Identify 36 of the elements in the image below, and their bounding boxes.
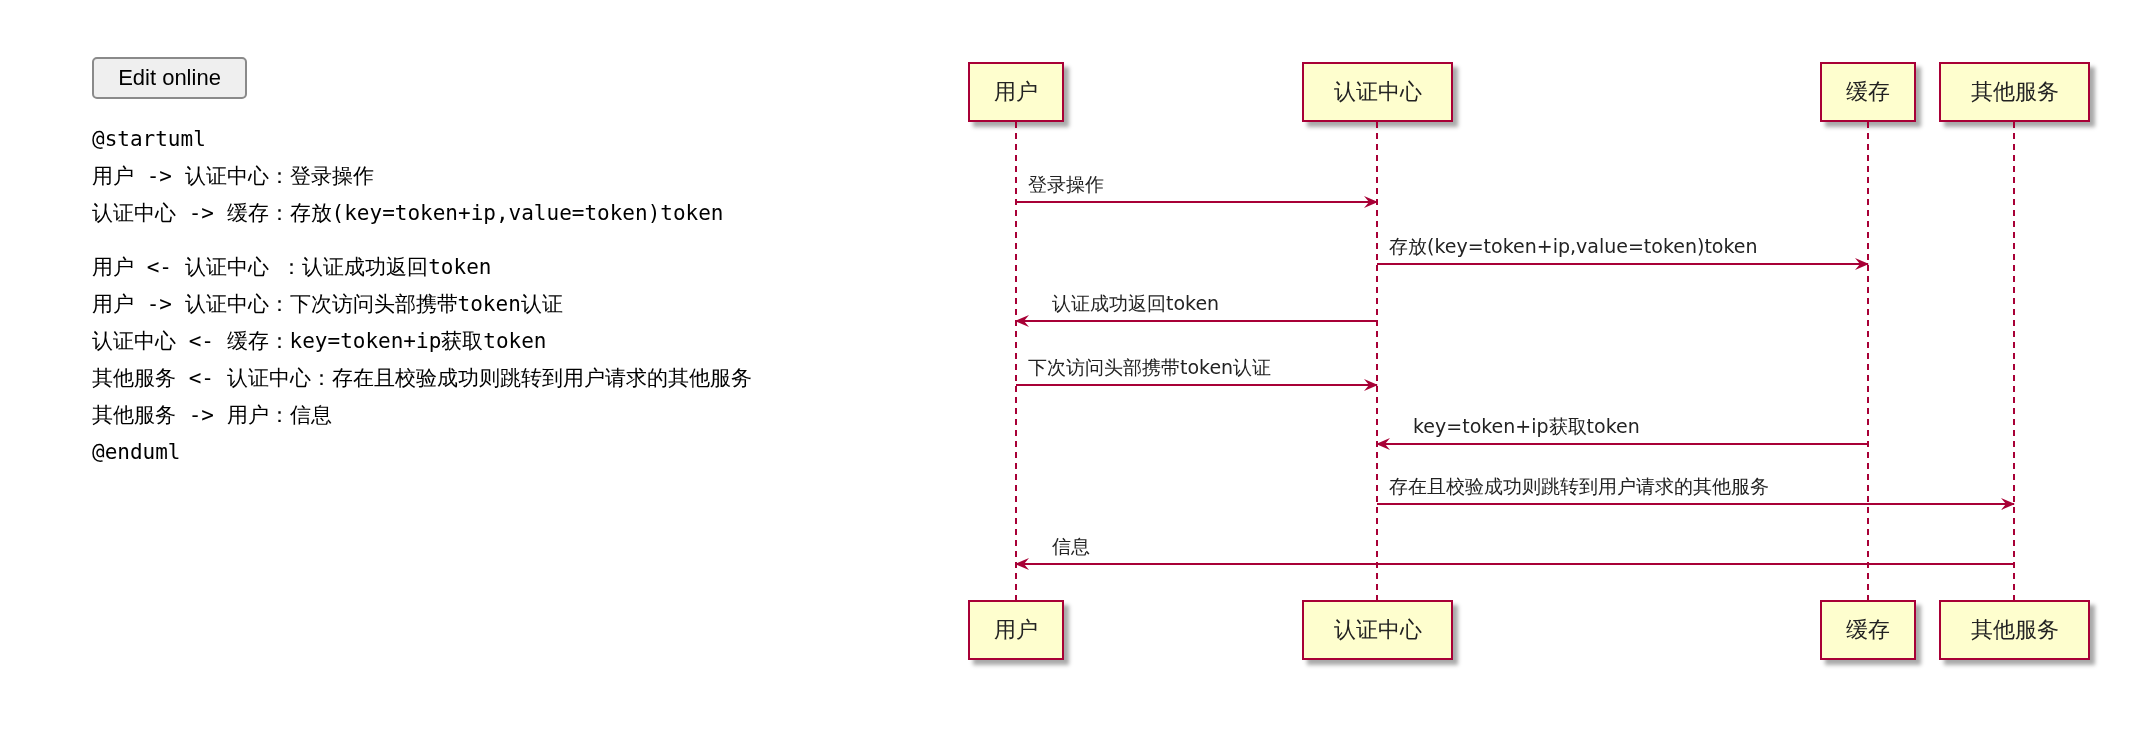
edge-label: 登录操作 <box>1028 172 1104 196</box>
lifeline <box>1375 122 1379 600</box>
lifeline <box>2012 122 2016 600</box>
code-line: 认证中心 -> 缓存：存放(key=token+ip,value=token)token <box>92 200 724 227</box>
edge-label: 信息 <box>1052 534 1090 558</box>
code-line: 用户 -> 认证中心：下次访问头部携带token认证 <box>92 291 563 318</box>
lifeline <box>1866 122 1870 600</box>
edge-label: 认证成功返回token <box>1052 291 1220 315</box>
participant-box: 用户 <box>968 62 1064 122</box>
edge-label: 下次访问头部携带token认证 <box>1028 355 1272 379</box>
code-line: @startuml <box>92 126 206 153</box>
code-line: 用户 -> 认证中心：登录操作 <box>92 163 374 190</box>
edge-label: key=token+ip获取token <box>1413 414 1640 438</box>
code-line: 用户 <- 认证中心 ：认证成功返回token <box>92 254 492 281</box>
edit-online-button: Edit online <box>92 57 247 99</box>
message-arrow <box>1376 438 1869 450</box>
edge-label: 存放(key=token+ip,value=token)token <box>1389 234 1758 258</box>
message-arrow <box>1015 379 1378 391</box>
edge-label: 存在且校验成功则跳转到用户请求的其他服务 <box>1389 474 1769 498</box>
code-line: 其他服务 <- 认证中心：存在且校验成功则跳转到用户请求的其他服务 <box>92 365 752 392</box>
participant-box: 用户 <box>968 600 1064 660</box>
message-arrow <box>1015 558 2015 570</box>
message-arrow <box>1376 258 1869 270</box>
code-line: 其他服务 -> 用户：信息 <box>92 402 332 429</box>
code-line: 认证中心 <- 缓存：key=token+ip获取token <box>92 328 547 355</box>
message-arrow <box>1015 196 1378 208</box>
participant-box: 缓存 <box>1820 62 1916 122</box>
code-line: @enduml <box>92 439 181 466</box>
participant-box: 认证中心 <box>1302 600 1453 660</box>
participant-box: 其他服务 <box>1939 600 2090 660</box>
lifeline <box>1014 122 1018 600</box>
participant-box: 其他服务 <box>1939 62 2090 122</box>
participant-box: 缓存 <box>1820 600 1916 660</box>
participant-box: 认证中心 <box>1302 62 1453 122</box>
message-arrow <box>1015 315 1378 327</box>
message-arrow <box>1376 498 2015 510</box>
